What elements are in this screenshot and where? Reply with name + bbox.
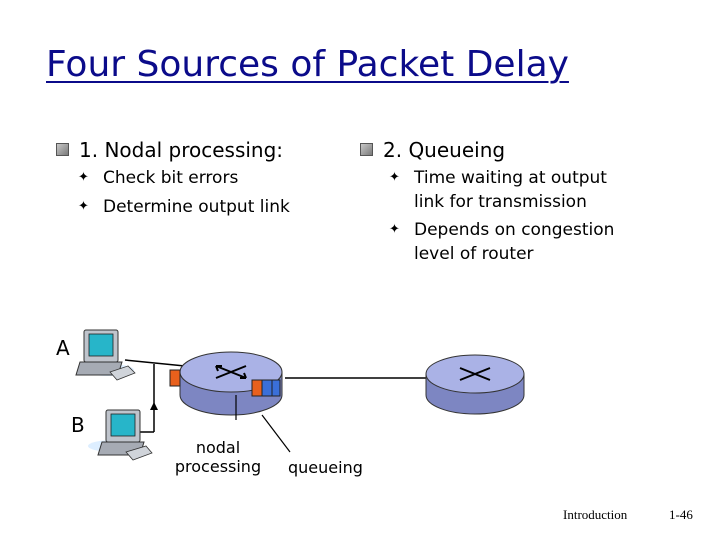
host-b-label: B bbox=[71, 413, 85, 437]
packet-icon bbox=[271, 379, 281, 397]
queueing-label: queueing bbox=[288, 458, 363, 477]
square-bullet-icon bbox=[56, 143, 69, 156]
footer-section: Introduction bbox=[563, 507, 628, 522]
queueing-heading-text: 2. Queueing bbox=[383, 138, 506, 162]
packet-icon bbox=[251, 379, 263, 397]
square-bullet-icon bbox=[360, 143, 373, 156]
arrowhead-bullet-icon: ✦ bbox=[78, 170, 89, 185]
computer-icon-a bbox=[75, 329, 136, 381]
list-item-text: link for transmission bbox=[414, 192, 587, 212]
page-number: 1-46 bbox=[669, 507, 693, 522]
list-item-text: Depends on congestion bbox=[414, 220, 615, 240]
list-item-text: Check bit errors bbox=[103, 168, 239, 188]
arrowhead-bullet-icon: ✦ bbox=[389, 170, 400, 185]
link-arrow-icon bbox=[150, 402, 158, 410]
nodal-processing-heading-text: 1. Nodal processing: bbox=[79, 138, 284, 162]
list-item-text: Time waiting at output bbox=[414, 168, 607, 188]
nodal-processing-label: nodal processing bbox=[168, 438, 268, 476]
list-item: ✦ Time waiting at output link for transm… bbox=[389, 166, 607, 214]
list-item: ✦ Check bit errors bbox=[78, 166, 238, 190]
nodal-label-line1: nodal bbox=[195, 438, 241, 457]
list-item: ✦ Depends on congestion level of router bbox=[389, 218, 614, 266]
computer-icon-b bbox=[88, 409, 153, 461]
queueing-heading: 2. Queueing bbox=[360, 138, 505, 162]
nodal-processing-heading: 1. Nodal processing: bbox=[56, 138, 283, 162]
list-item: ✦ Determine output link bbox=[78, 195, 290, 219]
nodal-label-line2: processing bbox=[174, 457, 262, 476]
arrowhead-bullet-icon: ✦ bbox=[78, 199, 89, 214]
packet-icon bbox=[169, 369, 181, 387]
router-icon bbox=[425, 354, 525, 415]
arrowhead-bullet-icon: ✦ bbox=[389, 222, 400, 237]
page-title: Four Sources of Packet Delay bbox=[46, 44, 569, 85]
queueing-pointer-line bbox=[261, 414, 291, 453]
list-item-text: level of router bbox=[414, 244, 534, 264]
packet-icon bbox=[261, 379, 273, 397]
list-item-text: Determine output link bbox=[103, 197, 290, 217]
host-a-label: A bbox=[56, 336, 70, 360]
